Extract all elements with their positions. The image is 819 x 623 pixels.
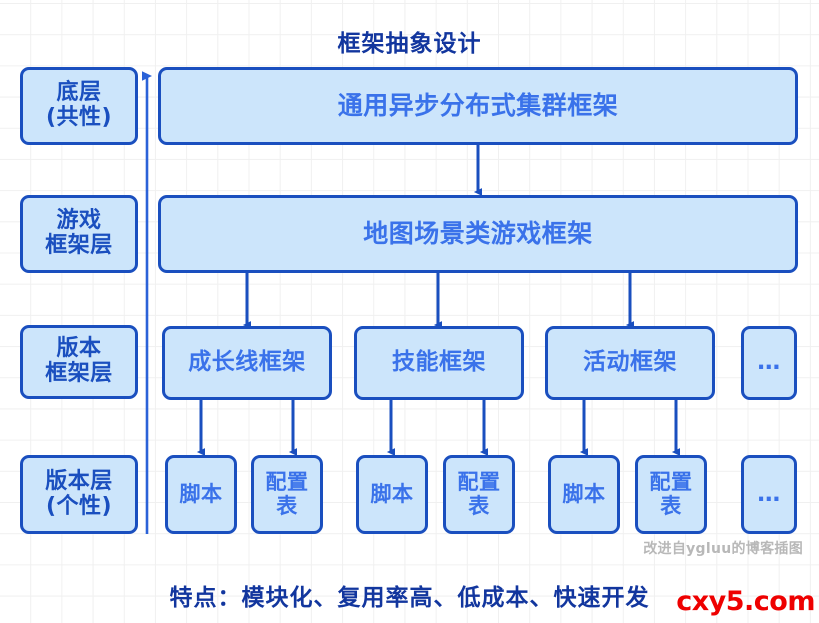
layer-label-base-line2: (共性) — [45, 105, 113, 130]
node-version-layer-more: … — [741, 455, 797, 534]
node-version-layer-more-label: … — [757, 480, 781, 507]
node-config-table-3-line2: 表 — [660, 493, 682, 518]
node-base-framework-label: 通用异步分布式集群框架 — [337, 91, 619, 120]
layer-label-game-framework: 游戏 框架层 — [20, 195, 138, 273]
node-version-framework-more: … — [741, 326, 797, 400]
layer-label-game-framework-line1: 游戏 — [56, 208, 102, 234]
node-script-1: 脚本 — [165, 455, 237, 534]
node-config-table-2-line2: 表 — [468, 493, 490, 518]
page-title: 框架抽象设计 — [337, 31, 482, 57]
node-game-framework: 地图场景类游戏框架 — [158, 195, 798, 273]
layer-label-version-line2: (个性) — [45, 493, 113, 519]
node-config-table-3: 配置 表 — [635, 455, 707, 534]
layer-label-version-framework-line2: 框架层 — [45, 361, 113, 386]
node-script-1-label: 脚本 — [179, 481, 223, 506]
node-script-3: 脚本 — [548, 455, 620, 534]
node-script-2-label: 脚本 — [370, 481, 414, 506]
layer-label-version: 版本层 (个性) — [20, 455, 138, 534]
layer-label-game-framework-line2: 框架层 — [45, 233, 113, 258]
node-config-table-2-line1: 配置 — [457, 469, 501, 494]
layer-label-version-framework: 版本 框架层 — [20, 325, 138, 399]
node-script-2: 脚本 — [356, 455, 428, 534]
node-skill-framework: 技能框架 — [354, 326, 524, 400]
node-activity-framework: 活动框架 — [545, 326, 715, 400]
node-growth-line-framework: 成长线框架 — [162, 326, 332, 400]
layer-label-version-framework-line1: 版本 — [56, 336, 102, 362]
diagram-caption: 特点：模块化、复用率高、低成本、快速开发 — [169, 585, 650, 611]
node-config-table-1-line1: 配置 — [265, 469, 309, 494]
watermark-cxy5: cxy5.com — [676, 586, 815, 617]
node-skill-framework-label: 技能框架 — [392, 349, 486, 376]
node-config-table-1: 配置 表 — [251, 455, 323, 534]
node-base-framework: 通用异步分布式集群框架 — [158, 67, 798, 145]
node-game-framework-label: 地图场景类游戏框架 — [363, 219, 593, 248]
attribution-text: 改进自ygluu的博客插图 — [643, 541, 803, 557]
layer-label-base: 底层 (共性) — [20, 67, 138, 145]
node-config-table-3-line1: 配置 — [649, 469, 693, 494]
node-config-table-1-line2: 表 — [276, 493, 298, 518]
layer-label-version-line1: 版本层 — [45, 468, 113, 494]
node-activity-framework-label: 活动框架 — [583, 349, 677, 376]
node-growth-line-framework-label: 成长线框架 — [188, 349, 306, 376]
layer-label-base-line1: 底层 — [56, 80, 102, 106]
node-version-framework-more-label: … — [757, 349, 781, 376]
node-script-3-label: 脚本 — [562, 481, 606, 506]
node-config-table-2: 配置 表 — [443, 455, 515, 534]
